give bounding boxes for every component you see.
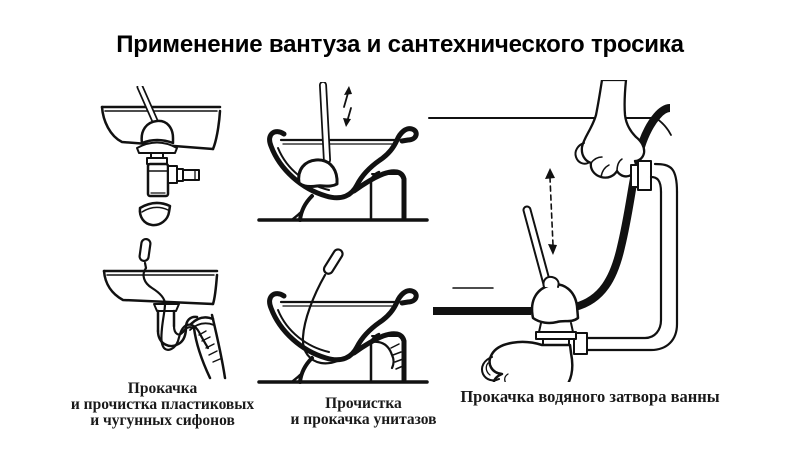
plumbing-cable — [142, 266, 210, 351]
sink-cable-illustration — [102, 237, 227, 380]
plunger — [522, 205, 580, 325]
s-trap — [481, 322, 577, 382]
sink-plunger-illustration — [100, 86, 222, 227]
overflow-pipe — [573, 160, 679, 355]
plunger — [297, 82, 339, 189]
caption-bathtub: Прокачка водяного затвора ванны — [430, 387, 750, 406]
trap-cup — [138, 201, 172, 227]
up-down-arrows — [343, 86, 352, 127]
toilet-cable-figure — [250, 238, 432, 386]
plumbing-cable — [301, 273, 395, 370]
clog-hatching — [198, 330, 221, 363]
caption-toilets: Прочистка и прокачка унитазов — [276, 396, 451, 428]
toilet-cable-illustration — [257, 248, 429, 384]
page-title: Применение вантуза и сантехнического тро… — [116, 31, 684, 58]
caption-siphons: Прокачка и прочистка пластиковых и чугун… — [40, 381, 285, 429]
plunger — [136, 86, 178, 154]
p-trap — [153, 303, 227, 380]
toilet-plunger-figure — [253, 82, 431, 224]
caption-line: и прочистка пластиковых — [70, 396, 255, 413]
sink-cable-figure — [95, 236, 230, 384]
toilet-bowl — [257, 288, 429, 384]
caption-line: и прокачка унитазов — [290, 411, 437, 428]
up-down-arrow — [545, 168, 557, 255]
cable-handle — [322, 248, 344, 275]
sink-basin — [100, 105, 222, 151]
caption-line: Прокачка водяного затвора ванны — [460, 387, 720, 406]
toilet-plunger-illustration — [257, 82, 429, 222]
bathtub-trap-illustration — [428, 80, 679, 382]
toilet-bowl — [267, 126, 419, 222]
caption-line: и чугунных сифонов — [90, 412, 235, 429]
bottle-trap — [146, 152, 200, 198]
cable-handle — [138, 237, 152, 270]
sink-basin — [102, 269, 219, 306]
hand — [574, 80, 646, 179]
bathtub-trap-figure — [425, 80, 725, 382]
caption-line: Прокачка — [127, 380, 198, 397]
caption-line: Прочистка — [325, 395, 402, 412]
sink-plunger-figure — [96, 86, 226, 228]
clog-hatching — [390, 343, 404, 370]
